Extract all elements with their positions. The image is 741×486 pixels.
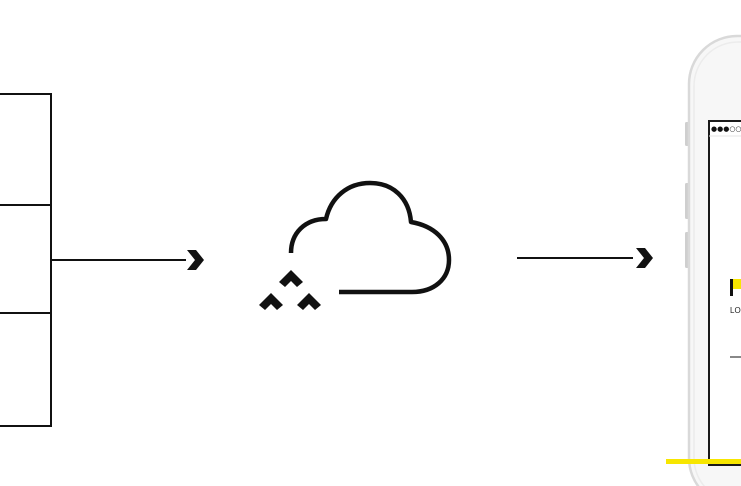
- chevron-left-icon: [259, 293, 283, 310]
- smartphone-icon: ●●●○○ LO: [666, 34, 741, 486]
- chevron-cluster-logo: [259, 270, 321, 310]
- server-rack-frame: [0, 93, 52, 427]
- phone-screen-label: LO: [730, 306, 741, 315]
- phone-logo-accent: [733, 279, 741, 289]
- arrow-cloud-to-device: [517, 248, 653, 268]
- arrow-head-icon: [636, 248, 653, 268]
- cloud-icon: [288, 180, 452, 295]
- phone-accent-bar: [666, 459, 741, 464]
- arrow-head-icon: [187, 250, 204, 270]
- cloud-outline: [288, 180, 452, 295]
- server-rack-icon: [0, 93, 52, 427]
- phone-screen: [708, 120, 741, 466]
- chevron-right-icon: [297, 293, 321, 310]
- chevron-top-icon: [279, 270, 303, 287]
- phone-bezel-highlight: [693, 41, 741, 486]
- arrow-rack-to-cloud: [51, 250, 204, 270]
- phone-logo-bar: [730, 279, 733, 296]
- phone-status-signal: ●●●○○: [711, 125, 741, 133]
